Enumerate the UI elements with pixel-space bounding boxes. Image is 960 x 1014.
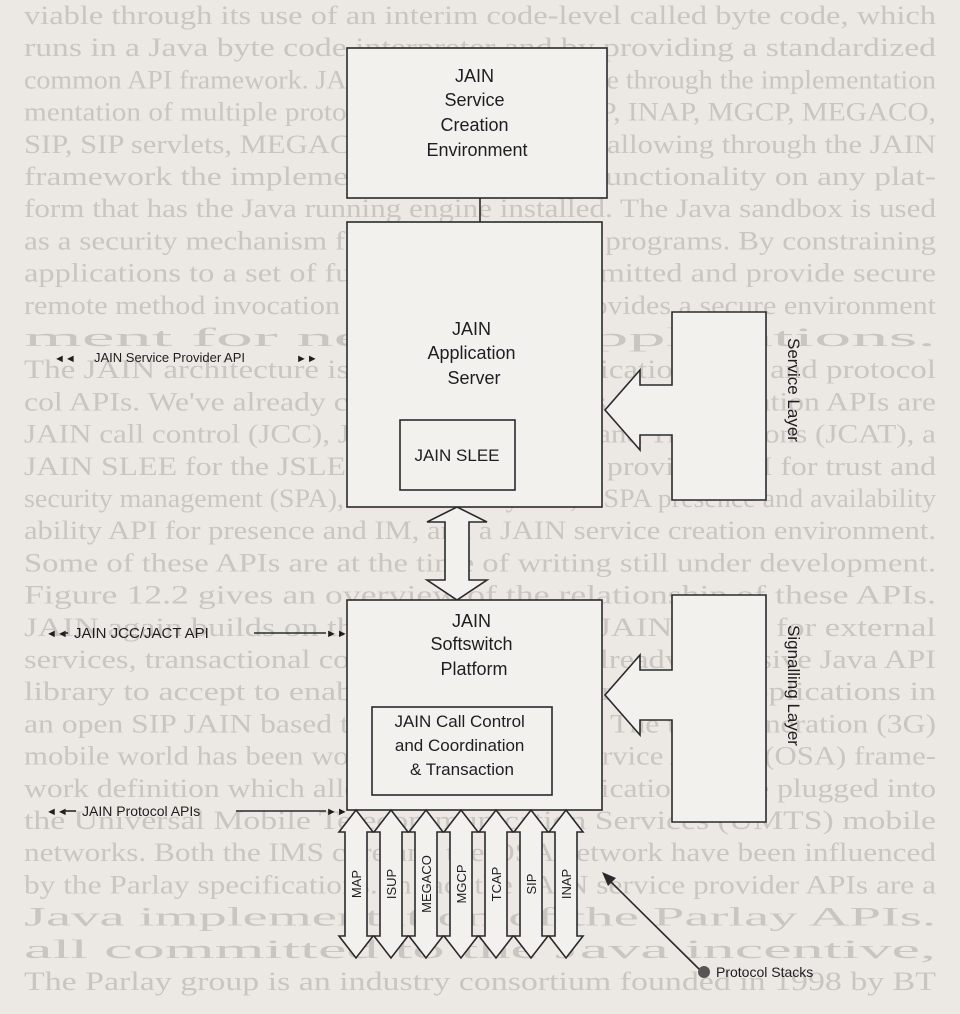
service-creation-environment-label: JAIN Service Creation Environment: [426, 66, 527, 160]
protocol-label-isup: ISUP: [384, 869, 399, 899]
signalling-layer-arrow: [603, 594, 767, 823]
protocol-stacks-pointer-line: [606, 877, 701, 971]
protocol-stacks-pointer-head: [602, 872, 616, 886]
softswitch-platform-label: JAIN Softswitch Platform: [430, 611, 517, 679]
protocol-label-map: MAP: [349, 870, 364, 898]
signalling-layer-label: Signalling Layer: [784, 625, 803, 746]
svg-text:►►: ►►: [326, 628, 348, 640]
background-text-line: networks. Both the IMS core and the OSA …: [24, 838, 936, 867]
svg-text:►►: ►►: [326, 806, 348, 818]
jcc-jact-api-label: JAIN JCC/JACT API: [74, 625, 209, 642]
protocol-stacks-group: MAP ISUP MEGACO MGCP TCAP SIP INAP: [337, 808, 585, 960]
svg-text:►►: ►►: [296, 353, 318, 365]
service-creation-environment-box: [346, 47, 608, 199]
protocol-label-mgcp: MGCP: [454, 865, 469, 904]
svg-text:◄◄: ◄◄: [54, 353, 76, 365]
protocol-arrow-sip: [512, 808, 550, 960]
background-text-line: Some of these APIs are at the time of wr…: [24, 548, 936, 577]
service-provider-api-label: JAIN Service Provider API: [94, 350, 245, 365]
background-text-line: The Parlay group is an industry consorti…: [24, 967, 936, 996]
background-text-line: by the Parlay specifications. In fact th…: [24, 870, 937, 899]
protocol-label-sip: SIP: [524, 874, 539, 895]
background-text-line: viable through its use of an interim cod…: [24, 1, 936, 30]
call-control-box: [371, 706, 553, 796]
protocol-arrow-megaco: [407, 808, 445, 960]
background-text-line: Java implementation of the Parlay APIs.: [24, 903, 936, 932]
svg-text:◄◄: ◄◄: [46, 806, 68, 818]
protocol-stacks-label: Protocol Stacks: [716, 964, 813, 980]
protocol-label-tcap: TCAP: [489, 867, 504, 902]
svg-text:◄◄: ◄◄: [46, 628, 68, 640]
service-layer-arrow: [603, 311, 767, 501]
protocol-arrow-map: [337, 808, 375, 960]
protocol-apis-label: JAIN Protocol APIs: [82, 803, 200, 819]
slee-label: JAIN SLEE: [414, 446, 499, 465]
protocol-arrow-tcap: [477, 808, 515, 960]
jcc-jact-api-arrow: ◄◄ JAIN JCC/JACT API ►►: [46, 625, 348, 642]
background-text-line: all committed to the Java incentive,: [24, 935, 936, 964]
application-server-label: JAIN Application Server: [427, 319, 520, 388]
service-provider-api-arrow: ◄◄ JAIN Service Provider API ►►: [54, 350, 318, 365]
protocol-apis-arrow: ◄◄ JAIN Protocol APIs ►►: [46, 803, 348, 819]
protocol-arrow-isup: [372, 808, 410, 960]
protocol-arrow-mgcp: [442, 808, 480, 960]
service-layer-label: Service Layer: [784, 338, 803, 442]
slee-box: [399, 419, 516, 491]
call-control-label: JAIN Call Control and Coordination & Tra…: [394, 712, 529, 779]
protocol-arrow-inap: [547, 808, 585, 960]
protocol-stacks-pointer-dot: [698, 966, 710, 978]
protocol-label-inap: INAP: [559, 869, 574, 899]
protocol-label-megaco: MEGACO: [419, 855, 434, 913]
